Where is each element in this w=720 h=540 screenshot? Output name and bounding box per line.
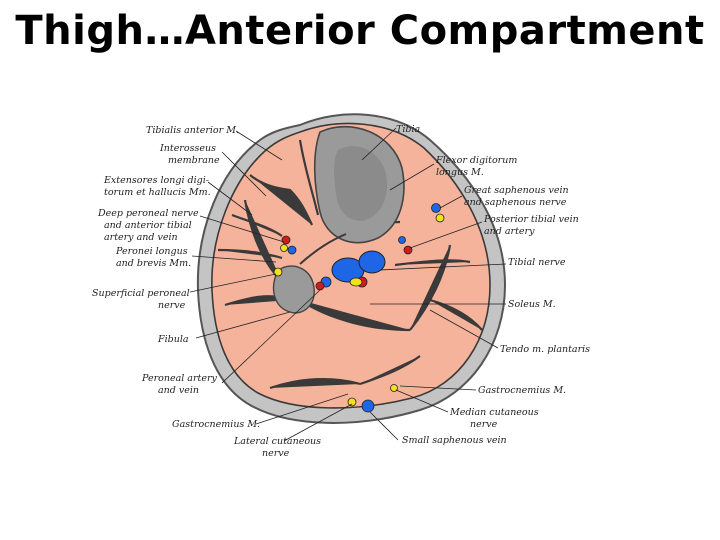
label-interosseus-line1: Interosseus — [159, 143, 216, 154]
posterior-tibial-artery-upper — [403, 245, 413, 255]
label-tendo: Tendo m. plantaris — [500, 344, 590, 355]
superficial-peroneal-nerve — [273, 267, 283, 277]
small-saphenous-vein — [361, 399, 375, 413]
label-median-cutaneous-line1: Median cutaneous — [449, 407, 539, 418]
great-saphenous-vein — [431, 203, 441, 213]
label-posterior-tibial-line1: Posterior tibial vein — [483, 214, 579, 225]
label-lateral-cutaneous-line2: nerve — [262, 448, 290, 459]
label-flexor-line1: Flexor digitorum — [435, 155, 517, 166]
label-superficial-peroneal-line2: nerve — [158, 300, 186, 311]
label-fibula: Fibula — [157, 334, 189, 345]
leader-lines — [189, 127, 507, 442]
label-flexor-line2: longus M. — [436, 167, 484, 178]
posterior-tibial-vein-second — [358, 250, 386, 274]
label-gastrocnemius-right: Gastrocnemius M. — [478, 385, 566, 396]
label-peroneal-artery-line2: and vein — [158, 385, 199, 396]
label-peroneal-artery-line1: Peroneal artery — [141, 373, 217, 384]
label-deep-peroneal-line2: and anterior tibial — [104, 220, 192, 231]
left-labels: Tibialis anterior M. Interosseus membran… — [92, 125, 321, 459]
label-tibialis-anterior: Tibialis anterior M. — [146, 125, 239, 136]
label-great-saphenous-line2: and saphenous nerve — [464, 197, 567, 208]
tibia-marrow — [334, 146, 388, 221]
saphenous-nerve — [435, 213, 445, 223]
anterior-tibial-artery — [281, 235, 291, 245]
label-superficial-peroneal-line1: Superficial peroneal — [92, 288, 190, 299]
interosseus-membrane — [299, 233, 347, 265]
tibial-nerve — [349, 277, 363, 287]
label-extensores-line2: torum et hallucis Mm. — [104, 187, 211, 198]
label-soleus: Soleus M. — [508, 299, 556, 310]
label-tibia: Tibia — [396, 124, 420, 135]
right-labels: Tibia Flexor digitorum longus M. Great s… — [396, 124, 590, 446]
label-peronei-line2: and brevis Mm. — [116, 258, 191, 269]
lateral-cutaneous-nerve — [347, 397, 357, 407]
label-deep-peroneal-line3: artery and vein — [104, 232, 178, 243]
label-gastrocnemius-left: Gastrocnemius M. — [172, 419, 260, 430]
label-extensores-line1: Extensores longi digi- — [103, 175, 209, 186]
slide-title: Thigh…Anterior Compartment — [15, 8, 705, 54]
label-great-saphenous-line1: Great saphenous vein — [464, 185, 569, 196]
label-lateral-cutaneous-line1: Lateral cutaneous — [233, 436, 321, 447]
label-small-saphenous: Small saphenous vein — [402, 435, 507, 446]
peroneal-artery — [315, 281, 325, 291]
label-tibial-nerve: Tibial nerve — [508, 257, 566, 268]
label-posterior-tibial-line2: and artery — [484, 226, 535, 237]
label-peronei-line1: Peronei longus — [115, 246, 188, 257]
anterior-tibial-vein — [287, 245, 297, 255]
label-interosseus-line2: membrane — [168, 155, 220, 166]
label-median-cutaneous-line2: nerve — [470, 419, 498, 430]
median-cutaneous-nerve — [390, 384, 398, 392]
posterior-tibial-vein-upper — [398, 236, 406, 244]
label-deep-peroneal-line1: Deep peroneal nerve — [97, 208, 199, 219]
deep-peroneal-nerve — [280, 244, 288, 252]
